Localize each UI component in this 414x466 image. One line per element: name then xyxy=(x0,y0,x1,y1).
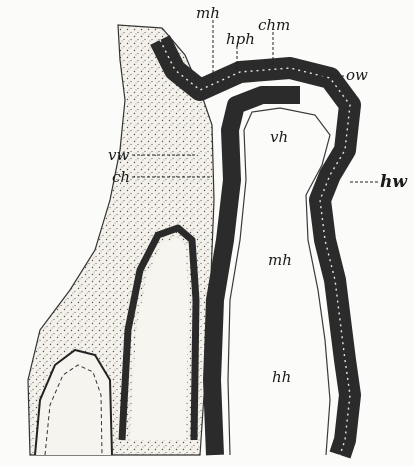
label-hh: hh xyxy=(272,368,291,386)
label-ow: ow xyxy=(346,66,368,84)
label-chm: chm xyxy=(258,16,290,34)
label-vw: vw xyxy=(108,146,129,164)
label-vh: vh xyxy=(270,128,288,146)
ventricle-lining xyxy=(228,108,330,455)
label-mh-top: mh xyxy=(196,4,220,22)
label-hw: hw xyxy=(380,172,408,192)
label-ch: ch xyxy=(112,168,130,186)
neural-tube-inner-wall xyxy=(212,95,300,455)
label-hph: hph xyxy=(226,30,255,48)
label-mh-mid: mh xyxy=(268,251,292,269)
